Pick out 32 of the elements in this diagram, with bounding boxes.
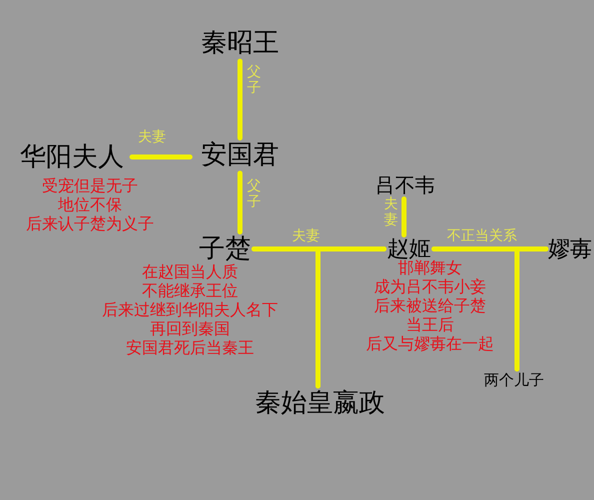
name-text: 安国君: [190, 138, 290, 174]
connector-line: [130, 154, 192, 160]
note-text: 不能继承王位: [142, 281, 238, 300]
connector-line: [238, 170, 242, 234]
connector-line: [402, 196, 406, 238]
connector-line: [238, 58, 242, 140]
note-text: 受宠但是无子: [42, 176, 138, 195]
name-text: 华阳夫人: [12, 140, 132, 176]
name-text: 吕不韦: [372, 171, 438, 199]
note-text: 邯郸舞女: [398, 258, 462, 277]
note-text: 后又与嫪毐在一起: [366, 334, 494, 353]
note-text: 后来认子楚为义子: [26, 214, 154, 233]
note-text: 安国君死后当秦王: [126, 338, 254, 357]
note-text: 在赵国当人质: [142, 262, 238, 281]
note-text: 后来过继到华阳夫人名下: [102, 300, 278, 319]
connector-line: [514, 246, 548, 372]
note-text: 再回到秦国: [150, 319, 230, 338]
name-text: 秦昭王: [190, 26, 290, 62]
name-text: 两个儿子: [474, 369, 554, 391]
edge-label: 父子: [247, 178, 261, 210]
note-text: 当王后: [406, 315, 454, 334]
connector-line: [316, 246, 386, 388]
edge-label: 不正当关系: [447, 229, 517, 244]
edge-label: 夫妻: [138, 130, 166, 146]
edge-label: 夫妻: [292, 229, 320, 244]
note-text: 成为吕不韦小妾: [374, 277, 486, 296]
note-text: 后来被送给子楚: [374, 296, 486, 315]
name-text: 嫪毐: [546, 235, 594, 266]
edge-label: 夫妻: [384, 196, 398, 228]
name-text: 秦始皇嬴政: [240, 386, 400, 422]
edge-label: 父子: [247, 64, 261, 96]
note-text: 地位不保: [58, 195, 122, 214]
